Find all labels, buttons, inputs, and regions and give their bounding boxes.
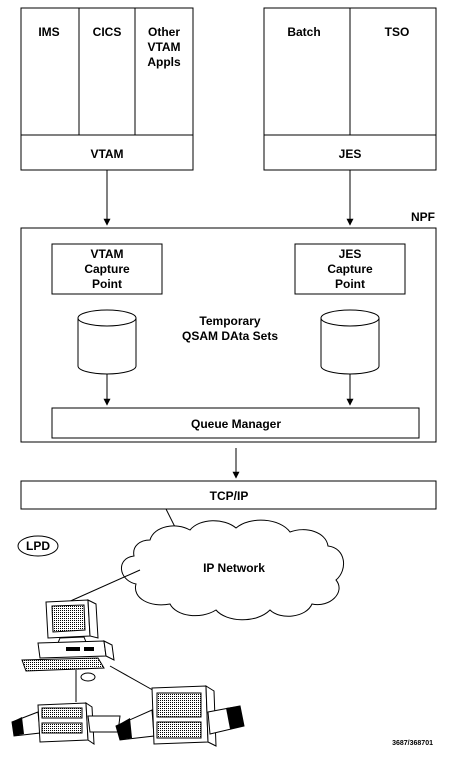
network-workstation-link [65, 569, 141, 604]
other-vtam-appls-label-line2: VTAM [147, 40, 180, 54]
jes-capture-line1: JES [339, 247, 362, 261]
vtam-capture-line2: Capture [84, 262, 130, 276]
queue-manager-label: Queue Manager [191, 417, 281, 431]
workstation-printer-link [109, 665, 159, 694]
other-vtam-appls-label-line3: Appls [147, 55, 181, 69]
ip-network-cloud-icon [121, 519, 344, 621]
vtam-label: VTAM [90, 147, 123, 161]
figure-id-label: 3687/368701 [392, 740, 433, 747]
npf-frame [20, 227, 437, 443]
jes-capture-line2: Capture [327, 262, 373, 276]
jes-capture-line3: Point [335, 277, 365, 291]
datasets-label-line1: Temporary [199, 314, 260, 328]
vtam-dataset-cylinder-icon [77, 309, 137, 375]
vtam-subsystem-group: IMS CICS Other VTAM Appls VTAM [20, 7, 194, 171]
ims-label: IMS [38, 25, 59, 39]
vtam-capture-line3: Point [92, 277, 122, 291]
ip-network-label: IP Network [203, 561, 265, 575]
tcpip-box [20, 480, 437, 510]
cics-label: CICS [93, 25, 122, 39]
workstation-icon [21, 599, 115, 682]
vtam-capture-line1: VTAM [90, 247, 123, 261]
vtam-capture-point-box [51, 243, 163, 295]
large-printer-icon [115, 685, 245, 747]
jes-label: JES [339, 147, 362, 161]
tso-label: TSO [385, 25, 410, 39]
batch-label: Batch [287, 25, 320, 39]
lpd-label: LPD [26, 539, 50, 553]
jes-subsystem-group: Batch TSO JES [263, 7, 437, 171]
other-vtam-appls-label-line1: Other [148, 25, 180, 39]
small-printer-icon [11, 702, 121, 745]
tcpip-label: TCP/IP [210, 489, 249, 503]
npf-label: NPF [411, 210, 435, 224]
npf-group: NPF VTAM Capture Point JES Capture Point… [20, 210, 437, 443]
datasets-label-line2: QSAM DAta Sets [182, 329, 278, 343]
jes-dataset-cylinder-icon [320, 309, 380, 375]
jes-capture-point-box [294, 243, 406, 295]
queue-manager-box [51, 407, 420, 439]
lpd-oval [17, 535, 59, 557]
